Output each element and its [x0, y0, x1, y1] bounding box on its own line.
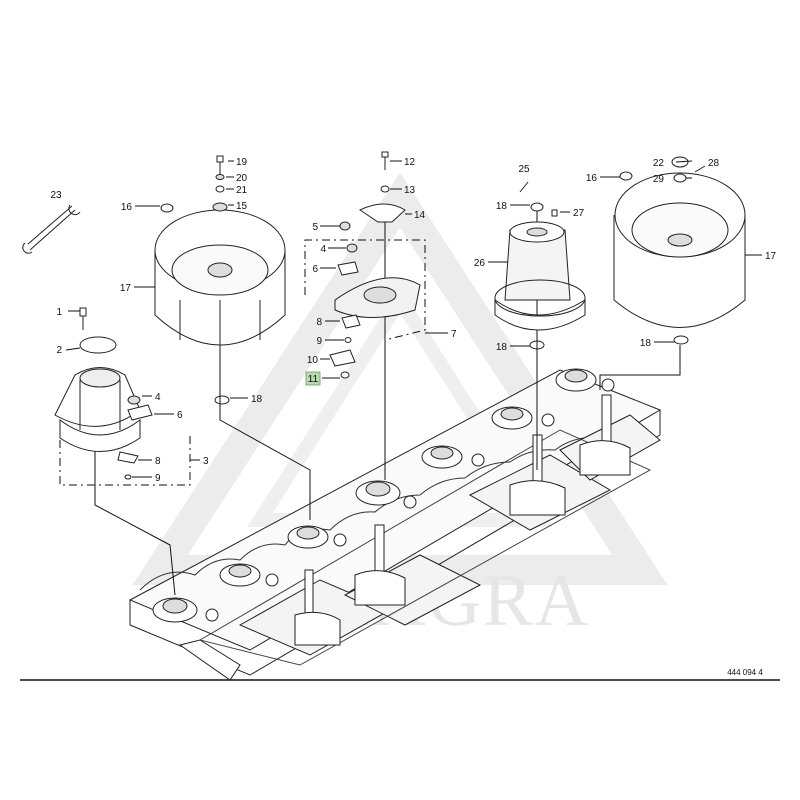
left-oring-18 [214, 395, 230, 405]
label-26: 26 [474, 258, 486, 269]
left-bolt-19 [215, 155, 225, 193]
label-11: 11 [308, 374, 319, 385]
left-drum [154, 209, 286, 350]
gearbox-26 [494, 181, 586, 350]
highlight-box-11 [305, 371, 321, 386]
disc-hub-7 [555, 368, 597, 392]
label-12: 12 [404, 157, 416, 168]
part-labels: 1 2 3 4 6 8 9 5 4 6 7 8 9 10 11 12 13 14… [50, 157, 776, 484]
label-7: 7 [451, 329, 457, 340]
label-ticks [65, 160, 762, 478]
label-9: 9 [155, 473, 161, 484]
label-28: 28 [708, 158, 720, 169]
label-22: 22 [653, 158, 665, 169]
hub-housing [54, 307, 153, 480]
label-14: 14 [414, 210, 426, 221]
label-25: 25 [518, 164, 530, 175]
label-16b: 16 [586, 173, 598, 184]
shaft-far [579, 394, 631, 476]
label-10: 10 [307, 355, 319, 366]
label-6: 6 [177, 410, 183, 421]
right-drum [613, 156, 746, 345]
label-23: 23 [50, 190, 62, 201]
label-2: 2 [56, 345, 62, 356]
disc-hub-2 [219, 563, 261, 587]
label-27: 27 [573, 208, 585, 219]
label-18b: 18 [496, 201, 508, 212]
label-5: 5 [312, 222, 318, 233]
label-8: 8 [155, 456, 161, 467]
label-3: 3 [203, 456, 209, 467]
disc-hub-3 [287, 525, 329, 549]
label-18d: 18 [640, 338, 652, 349]
label-17: 17 [120, 283, 132, 294]
label-20: 20 [236, 173, 248, 184]
drawing-code: 444 094 4 [727, 668, 763, 677]
wrench-23 [22, 204, 81, 254]
disc-hub-1 [152, 597, 198, 623]
label-18a: 18 [251, 394, 263, 405]
label-6b: 6 [312, 264, 318, 275]
label-29: 29 [653, 174, 665, 185]
label-9b: 9 [316, 336, 322, 347]
disc-group-bracket [304, 239, 426, 341]
label-13: 13 [404, 185, 416, 196]
disc-hub-6 [491, 406, 533, 430]
label-17b: 17 [765, 251, 777, 262]
disc-hub-4 [355, 480, 401, 506]
shaft-front [294, 569, 341, 646]
label-1: 1 [56, 307, 62, 318]
disc-hub-5 [421, 445, 463, 469]
label-18c: 18 [496, 342, 508, 353]
label-8b: 8 [316, 317, 322, 328]
center-disc [329, 151, 421, 379]
label-15: 15 [236, 201, 248, 212]
label-16: 16 [121, 202, 133, 213]
shaft-center [354, 524, 406, 606]
left-cap-16 [160, 202, 228, 213]
label-4b: 4 [320, 244, 326, 255]
label-4: 4 [155, 392, 161, 403]
cutter-discs [152, 368, 615, 623]
label-19: 19 [236, 157, 248, 168]
label-21: 21 [236, 185, 248, 196]
